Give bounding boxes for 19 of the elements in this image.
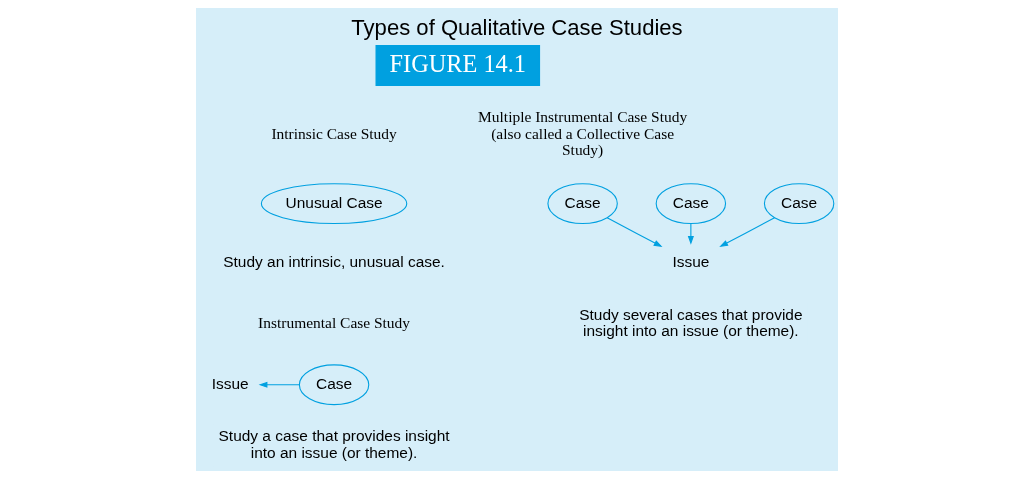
arrow	[687, 222, 694, 245]
label: Study an intrinsic, unusual case.	[222, 253, 445, 271]
label: FIGURE 14.1	[389, 49, 526, 77]
node-ellipse: Unusual Case	[260, 183, 407, 225]
arrow	[258, 381, 300, 388]
node-ellipse: Case	[763, 183, 834, 225]
node-text: Issue	[671, 253, 709, 271]
node-ellipse: Case	[298, 364, 369, 406]
label: Study several cases that provide insight into an issue (or theme).	[578, 305, 803, 340]
arrow	[606, 217, 662, 248]
node-text: Issue	[211, 374, 249, 392]
node-ellipse: Case	[546, 183, 618, 225]
node-ellipse: Case	[655, 183, 726, 225]
label: Study a case that provides insight into an issue (or theme).	[218, 427, 450, 461]
diagram-title: Types of Qualitative Case Studies	[350, 14, 683, 40]
label: Multiple Instrumental Case Study (also called a Collective Case Study)	[477, 108, 687, 159]
label: Instrumental Case Study	[257, 314, 410, 332]
arrow	[718, 217, 775, 248]
label: Intrinsic Case Study	[270, 124, 397, 142]
